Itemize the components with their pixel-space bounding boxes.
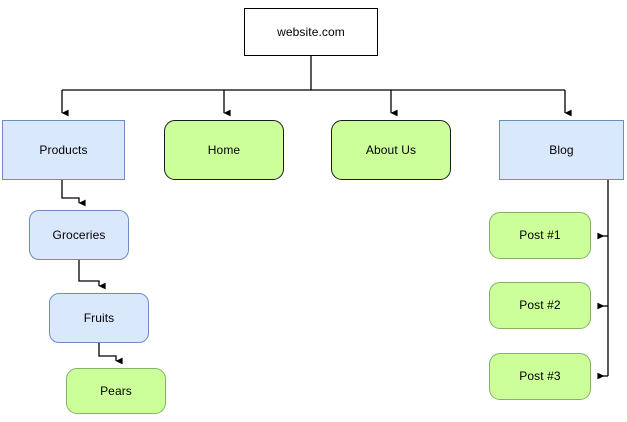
node-label: Post #1: [519, 228, 561, 243]
node-groceries[interactable]: Groceries: [29, 210, 129, 260]
node-label: Post #3: [519, 369, 561, 384]
node-label: Post #2: [519, 298, 561, 313]
node-label: Blog: [549, 142, 574, 157]
node-post-1[interactable]: Post #1: [489, 212, 591, 259]
node-post-3[interactable]: Post #3: [489, 353, 591, 400]
node-label: Products: [39, 142, 88, 157]
node-home[interactable]: Home: [164, 120, 284, 180]
node-label: Pears: [100, 383, 132, 398]
edge-products-to-groceries: [61, 180, 86, 207]
edge-groceries-to-fruits: [78, 260, 106, 290]
node-about-us[interactable]: About Us: [331, 120, 451, 180]
node-website-com[interactable]: website.com: [244, 8, 378, 56]
node-label: Groceries: [52, 227, 106, 242]
node-label: About Us: [365, 142, 417, 157]
node-label: website.com: [277, 24, 345, 39]
node-label: Home: [207, 142, 241, 157]
node-pears[interactable]: Pears: [66, 368, 166, 414]
node-blog[interactable]: Blog: [499, 120, 624, 180]
edge-fruits-to-pears: [98, 343, 123, 365]
node-label: Fruits: [83, 310, 115, 325]
node-post-2[interactable]: Post #2: [489, 282, 591, 329]
node-fruits[interactable]: Fruits: [49, 293, 149, 343]
node-products[interactable]: Products: [2, 120, 125, 180]
